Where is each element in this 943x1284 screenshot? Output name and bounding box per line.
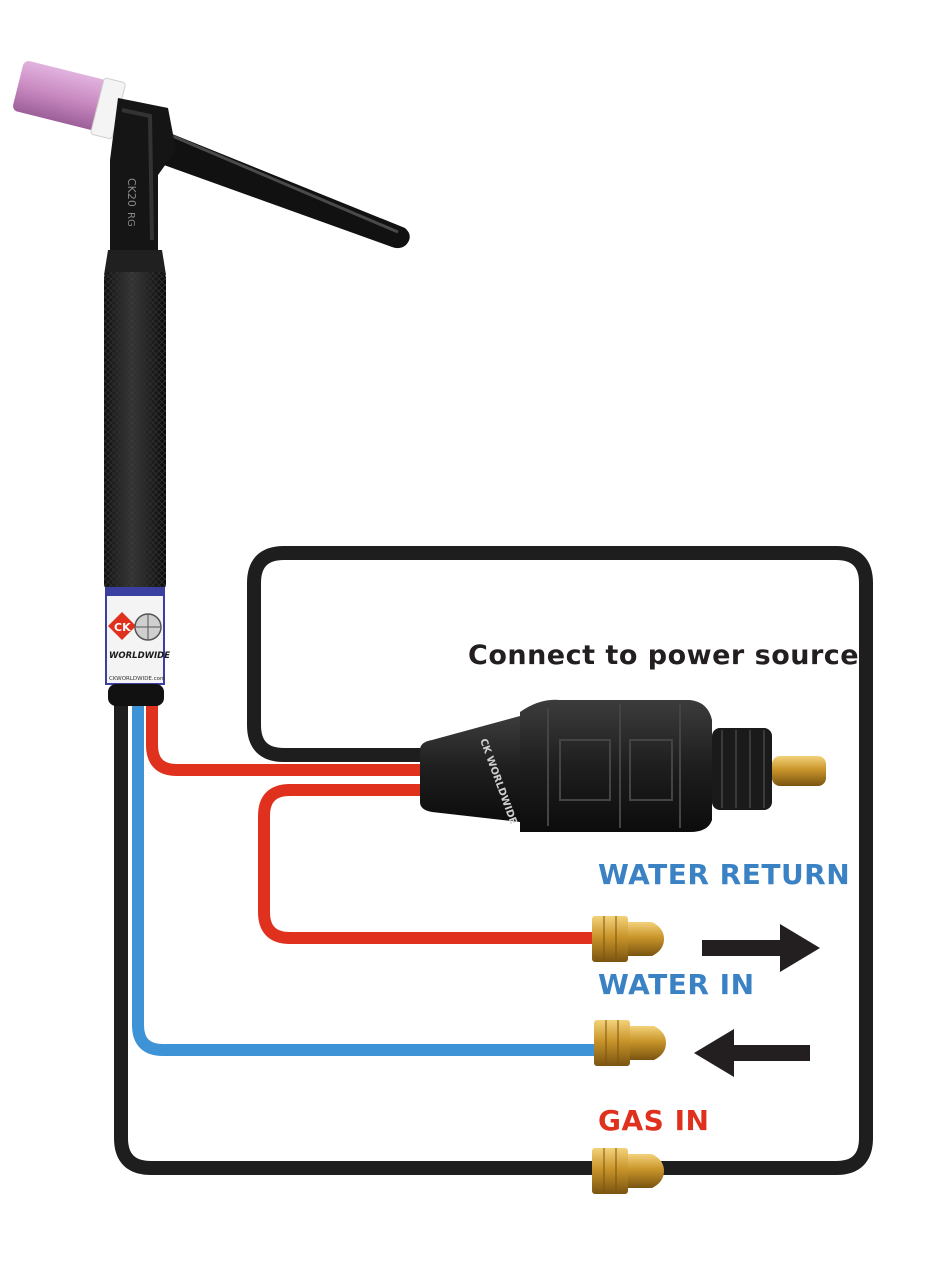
ck-logo — [108, 612, 136, 640]
ceramic-cup — [13, 61, 126, 140]
water-in-label: WATER IN — [598, 968, 755, 1001]
brand-website: CKWORLDWIDE.com — [109, 676, 165, 682]
water-in-hose-blue — [132, 694, 602, 1056]
power-connector: CK WORLDWIDE — [420, 699, 826, 832]
water-return-label: WATER RETURN — [598, 858, 851, 891]
gas-hose-return-loop — [247, 546, 873, 1175]
gas-hose — [114, 693, 601, 1175]
power-cable-red — [146, 694, 436, 776]
power-source-label: Connect to power source — [468, 640, 860, 671]
water-return-fitting — [592, 916, 664, 962]
gas-in-fitting — [592, 1148, 664, 1194]
svg-text:CK: CK — [114, 621, 131, 634]
gas-in-label: GAS IN — [598, 1104, 710, 1137]
arrow-right-icon — [702, 924, 820, 972]
brand-name: WORLDWIDE — [109, 651, 170, 661]
arrow-left-icon — [694, 1029, 810, 1077]
torch-marking: CK20 — [125, 178, 138, 207]
torch-head — [110, 98, 176, 255]
brass-pin — [772, 756, 826, 786]
torch-marking-2: RG — [125, 212, 136, 227]
water-in-fitting — [594, 1020, 666, 1066]
water-return-hose-red — [258, 784, 600, 944]
back-cap — [150, 125, 410, 249]
